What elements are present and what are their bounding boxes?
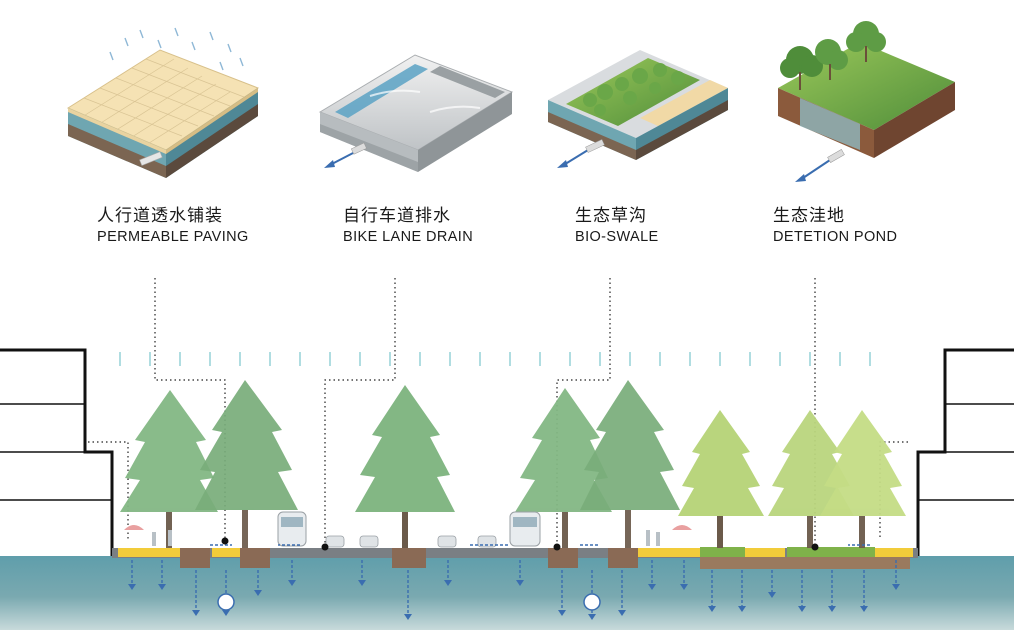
caption-en: PERMEABLE PAVING: [97, 229, 249, 245]
arrowheads: [128, 580, 900, 620]
caption-cn: 人行道透水铺装: [97, 206, 223, 226]
caption-detention-pond: 生态洼地 DETETION POND: [773, 205, 897, 247]
leader-bike-lane-drain: [324, 278, 396, 546]
car-icon: [325, 535, 497, 548]
road-surface: [112, 548, 918, 558]
bus-right-icon: [509, 511, 541, 547]
tree-dark-3: [355, 385, 455, 548]
caption-permeable-paving: 人行道透水铺装 PERMEABLE PAVING: [97, 205, 249, 247]
caption-en: BIKE LANE DRAIN: [343, 229, 474, 245]
bio-swale-block: [548, 50, 728, 168]
caption-cn: 生态洼地: [773, 206, 845, 226]
tree-dark-5: [580, 380, 680, 548]
building-left: [0, 348, 114, 556]
permeable-paving-strips: [118, 548, 913, 557]
bus-left-icon: [277, 511, 307, 547]
building-right: [916, 348, 1014, 556]
tree-pits: [180, 548, 910, 569]
caption-bio-swale: 生态草沟 BIO-SWALE: [575, 205, 659, 247]
caption-en: BIO-SWALE: [575, 229, 659, 245]
permeable-paving-block: [66, 27, 260, 178]
leader-bio-swale: [556, 278, 611, 546]
pedestrian-icon: [152, 530, 660, 546]
tree-light-1: [678, 410, 764, 548]
caption-cn: 自行车道排水: [343, 206, 451, 226]
infiltration-arrows: [131, 560, 897, 614]
caption-bike-lane-drain: 自行车道排水 BIKE LANE DRAIN: [343, 205, 473, 247]
caption-en: DETETION POND: [773, 229, 898, 245]
drain-pipe-icon: [217, 593, 601, 611]
tree-light-3: [820, 410, 906, 548]
rain-icon: [119, 352, 871, 366]
tree-dark-4: [515, 388, 612, 548]
junction-dots: [221, 537, 819, 551]
umbrella-icon: [124, 525, 692, 530]
bike-lane-drain-block: [318, 54, 514, 172]
detention-pond-block: [778, 21, 955, 182]
tree-light-2: [768, 410, 854, 548]
caption-cn: 生态草沟: [575, 206, 647, 226]
bio-swale-strips: [700, 547, 875, 557]
tree-dark-2: [195, 380, 298, 548]
